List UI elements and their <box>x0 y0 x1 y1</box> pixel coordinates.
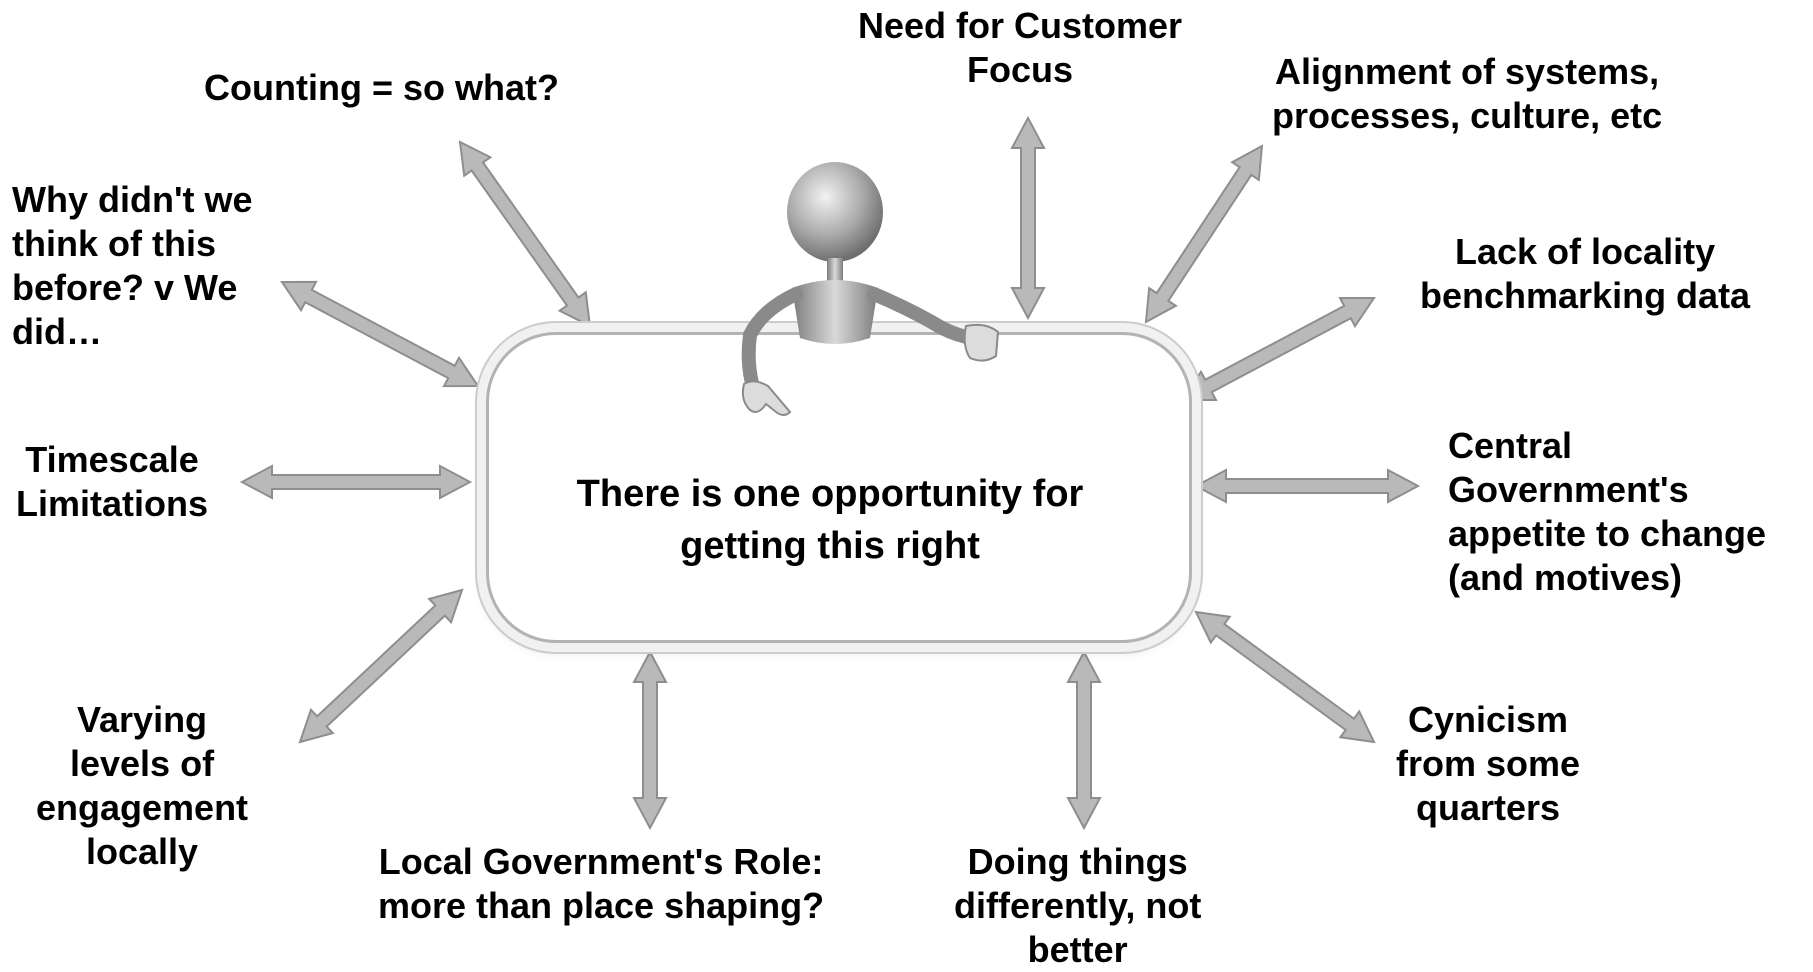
label-line: Focus <box>967 49 1074 90</box>
label-line: Counting = so what? <box>204 67 559 108</box>
label-line: from some <box>1396 743 1581 784</box>
label-central-government: Central Government's appetite to change … <box>1448 424 1766 600</box>
label-locality-data: Lack of locality benchmarking data <box>1420 230 1750 318</box>
arrow-local-government-role <box>632 649 668 831</box>
label-line: Government's <box>1448 469 1689 510</box>
figure-head <box>787 162 883 262</box>
figure-left-arm <box>741 287 803 397</box>
label-customer-focus: Need for Customer Focus <box>858 4 1182 92</box>
label-line: Central <box>1448 425 1573 466</box>
label-line: processes, culture, etc <box>1272 95 1663 136</box>
arrow-customer-focus <box>1010 115 1046 321</box>
label-line: better <box>1027 929 1128 970</box>
label-line: (and motives) <box>1448 557 1683 598</box>
label-alignment: Alignment of systems, processes, culture… <box>1272 50 1662 138</box>
label-line: before? v We <box>12 267 238 308</box>
label-local-government-role: Local Government's Role: more than place… <box>378 840 824 928</box>
label-line: quarters <box>1415 787 1561 828</box>
label-line: Why didn't we <box>12 179 253 220</box>
center-text: There is one opportunity for getting thi… <box>490 468 1170 572</box>
label-line: Local Government's Role: <box>378 841 824 882</box>
figure-pointing-hand <box>741 380 792 416</box>
pointing-figure-illustration <box>741 162 1000 416</box>
arrow-central-government <box>1193 468 1421 504</box>
figure-right-arm <box>867 287 979 345</box>
arrow-counting <box>458 140 592 328</box>
label-line: did… <box>12 311 102 352</box>
label-line: Alignment of systems, <box>1275 51 1660 92</box>
center-text-line: There is one opportunity for <box>576 473 1084 515</box>
label-timescale: Timescale Limitations <box>16 438 208 526</box>
label-line: Need for Customer <box>858 5 1183 46</box>
label-line: Cynicism <box>1407 699 1569 740</box>
label-cynicism: Cynicism from some quarters <box>1396 698 1580 830</box>
figure-resting-hand <box>963 323 1000 362</box>
label-line: Varying <box>76 699 208 740</box>
label-why-didnt: Why didn't we think of this before? v We… <box>12 178 253 354</box>
label-doing-things-differently: Doing things differently, not better <box>954 840 1201 972</box>
arrow-why-didnt <box>280 280 480 388</box>
label-line: Limitations <box>16 483 209 524</box>
label-varying-engagement: Varying levels of engagement locally <box>36 698 248 874</box>
label-line: Timescale <box>25 439 199 480</box>
label-line: Doing things <box>967 841 1188 882</box>
arrow-timescale <box>239 464 473 500</box>
label-line: appetite to change <box>1448 513 1767 554</box>
label-line: benchmarking data <box>1420 275 1751 316</box>
center-text-line: getting this right <box>680 525 980 567</box>
arrow-alignment <box>1144 144 1264 324</box>
arrow-locality-data <box>1180 296 1376 402</box>
label-line: engagement <box>36 787 249 828</box>
label-counting: Counting = so what? <box>204 66 559 110</box>
arrow-cynicism <box>1194 610 1376 744</box>
label-line: Lack of locality <box>1455 231 1716 272</box>
label-line: think of this <box>12 223 216 264</box>
figure-torso <box>792 280 878 344</box>
arrow-doing-things-differently <box>1066 649 1102 831</box>
figure-neck <box>827 258 843 284</box>
arrow-varying-engagement <box>298 588 464 744</box>
label-line: more than place shaping? <box>378 885 825 926</box>
label-line: differently, not <box>954 885 1202 926</box>
label-line: levels of <box>69 743 215 784</box>
label-line: locally <box>85 831 199 872</box>
